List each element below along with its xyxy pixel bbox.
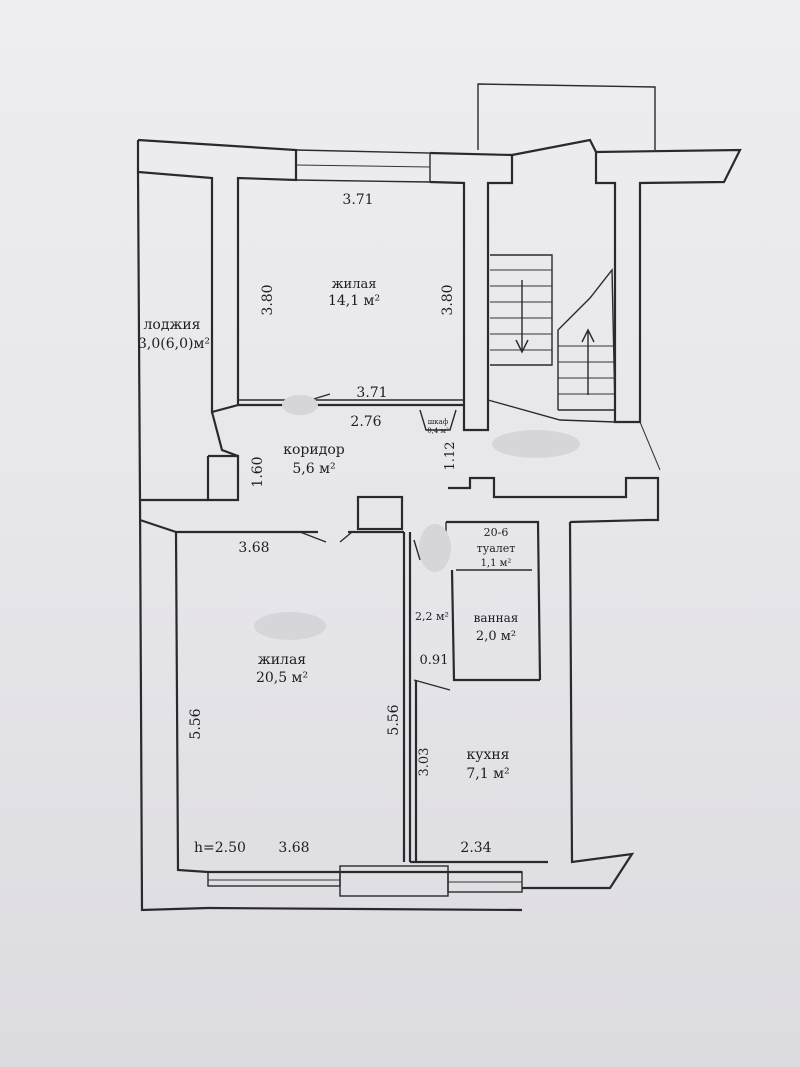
room-area-loggia: 3,0(6,0)м² [138,336,210,352]
dim-bottom-width-top: 3.68 [238,540,269,556]
dim-bottom-height-right: 5.56 [386,704,402,735]
room-name-living-top: жилая [332,277,377,292]
dim-kitchen-width: 2.34 [460,840,491,856]
dim-top-height-left: 3.80 [260,284,276,315]
room-area-hall-small: 2,2 м² [415,610,449,623]
dim-top-bottom-width: 3.71 [356,385,387,401]
dim-bottom-width-bottom: 3.68 [278,840,309,856]
dim-top-width: 3.71 [342,192,373,208]
room-name-bathroom: ванная [474,611,519,625]
dim-top-height-right: 3.80 [440,284,456,315]
room-area-toilet: 1,1 м² [481,558,512,569]
dimension-labels: 3.71 3.80 3.80 3.71 2.76 1.60 1.12 3.68 … [188,192,492,856]
stairs [487,254,661,471]
room-area-corridor: 5,6 м² [292,461,335,477]
dim-ceiling-height: h=2.50 [194,840,246,856]
room-code-toilet: 20-6 [484,526,509,539]
room-area-bathroom: 2,0 м² [476,629,516,644]
room-labels: жилая 14,1 м² лоджия 3,0(6,0)м² коридор … [138,277,518,782]
room-name-kitchen: кухня [466,747,509,763]
dim-corridor-width: 2.76 [350,414,381,430]
room-name-living-bottom: жилая [258,652,306,668]
room-name-loggia: лоджия [144,317,201,333]
dim-bath-width: 0.91 [420,653,449,668]
dim-kitchen-height: 3.03 [417,748,432,777]
blur-marks [254,395,580,640]
dim-corridor-height: 1.60 [250,456,266,487]
room-area-living-top: 14,1 м² [328,293,380,309]
dim-closet-height: 1.12 [443,442,458,471]
walls [136,83,742,912]
room-name-wardrobe: шкаф [428,418,449,426]
room-name-toilet: туалет [477,542,516,555]
room-name-corridor: коридор [283,442,345,458]
room-area-wardrobe: 0,4 м² [427,427,449,435]
room-area-kitchen: 7,1 м² [466,766,509,782]
dim-bottom-height-left: 5.56 [188,708,204,739]
room-area-living-bottom: 20,5 м² [256,670,308,686]
